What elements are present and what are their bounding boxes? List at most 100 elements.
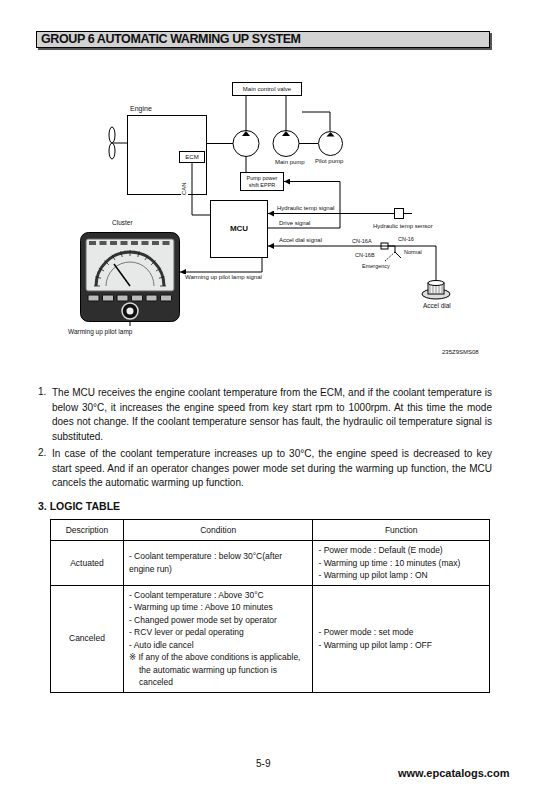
cluster-panel-outline bbox=[80, 232, 180, 322]
table-cell: - Power mode : set mode- Warming up pilo… bbox=[313, 585, 490, 692]
knurl-line bbox=[442, 285, 443, 293]
part-label: Cluster bbox=[112, 219, 133, 226]
signal-wire bbox=[268, 182, 340, 229]
fan-blade bbox=[109, 127, 115, 143]
part-label: Pilot pump bbox=[315, 158, 343, 165]
figure-number: 235Z9SMS08 bbox=[442, 349, 479, 355]
table-text: - Changed power mode set by operator bbox=[129, 614, 308, 627]
mechanical-link bbox=[246, 157, 247, 173]
box-label: ECM bbox=[185, 154, 198, 161]
switch-button bbox=[103, 295, 114, 301]
ecm-box: ECM bbox=[179, 151, 205, 163]
knurl-line bbox=[439, 285, 440, 293]
cluster-screen bbox=[86, 239, 174, 291]
table-text: - Warming up pilot lamp : OFF bbox=[318, 639, 484, 652]
paragraph-number: 1. bbox=[38, 386, 46, 397]
pump-circle bbox=[319, 132, 343, 156]
indicator-icon bbox=[142, 241, 149, 245]
accel-dial-outline bbox=[421, 280, 451, 300]
sensor-lead bbox=[404, 213, 412, 214]
table-text: Canceled bbox=[56, 632, 118, 645]
paragraph-number: 2. bbox=[38, 447, 46, 458]
body-text: In case of the coolant temperature incre… bbox=[52, 447, 492, 491]
indicator-icon bbox=[163, 241, 170, 245]
pump-circle bbox=[273, 131, 299, 157]
indicator-icon bbox=[89, 241, 96, 245]
gauge-tick bbox=[95, 277, 101, 279]
signal-label: Hydraulic temp signal bbox=[276, 205, 335, 212]
table-cell: Function bbox=[313, 520, 490, 541]
gauge-tick bbox=[156, 268, 161, 271]
valve-box: Main control valve bbox=[232, 82, 302, 96]
mechanical-link bbox=[246, 96, 247, 131]
accel-dial: Accel dial bbox=[421, 280, 451, 300]
body-text: The MCU receives the engine coolant temp… bbox=[52, 386, 492, 444]
part-label: Main pump bbox=[275, 159, 305, 166]
box-label: MCU bbox=[230, 224, 248, 233]
gauge-tick bbox=[99, 268, 104, 271]
switch-button bbox=[117, 295, 128, 301]
gauge-tick bbox=[145, 255, 148, 260]
leader-line bbox=[130, 321, 131, 326]
knurl-line bbox=[430, 285, 431, 293]
part-label: Engine bbox=[130, 105, 152, 113]
table-text: - Auto idle cancel bbox=[129, 639, 308, 652]
sensor-symbol: Hydraulic temp sensor bbox=[394, 208, 404, 219]
section-heading: 3. LOGIC TABLE bbox=[38, 500, 120, 512]
connector-name: CN-16A bbox=[352, 238, 372, 244]
table-cell: - Coolant temperature : Above 30°C- Warm… bbox=[123, 585, 313, 692]
part-label: Warming up pilot lamp bbox=[68, 328, 132, 335]
indicator-icon bbox=[100, 241, 107, 245]
indicator-icon bbox=[152, 241, 159, 245]
pump-symbol: Main pump bbox=[233, 130, 299, 157]
table-text: ※ If any of the above conditions is appl… bbox=[129, 651, 308, 689]
table-cell: - Coolant temperature : below 30°C(after… bbox=[123, 541, 313, 586]
signal-label: CAN bbox=[181, 181, 188, 196]
table-text: - Coolant temperature : Above 30°C bbox=[129, 589, 308, 602]
fan-shaft bbox=[112, 143, 127, 144]
switch-button bbox=[88, 295, 99, 301]
table-text: Description bbox=[56, 524, 118, 537]
table-text: - Warming up time : Above 10 minutes bbox=[129, 601, 308, 614]
table-text: - Warming up pilot lamp : ON bbox=[318, 569, 484, 582]
pilot-line bbox=[302, 112, 330, 131]
mechanical-link bbox=[207, 143, 233, 144]
gauge-tick bbox=[112, 255, 115, 260]
signal-wire bbox=[268, 213, 394, 214]
gauge-arc bbox=[96, 252, 164, 286]
gauge-tick bbox=[159, 277, 165, 279]
table-cell: - Power mode : Default (E mode)- Warming… bbox=[313, 541, 490, 586]
pump-symbol-outline bbox=[233, 130, 299, 157]
hydraulic-line bbox=[286, 96, 287, 130]
pump-arrow bbox=[327, 132, 335, 137]
gauge-tick bbox=[138, 251, 140, 257]
gauge-tick bbox=[160, 286, 166, 287]
pump-symbol-outline bbox=[318, 131, 343, 156]
table-text: - Power mode : set mode bbox=[318, 626, 484, 639]
pump-circle bbox=[233, 131, 259, 157]
connector-name: CN-16 bbox=[398, 236, 414, 242]
box-label: Main control valve bbox=[243, 86, 291, 93]
cluster-panel: ClusterWarming up pilot lamp bbox=[80, 232, 180, 322]
table-text: - Power mode : Default (E mode) bbox=[318, 544, 484, 557]
table-cell: Condition bbox=[123, 520, 313, 541]
pilot-lamp bbox=[127, 308, 134, 315]
table-text: - Warming up time : 10 minutes (max) bbox=[318, 557, 484, 570]
signal-wire bbox=[192, 163, 210, 215]
signal-label: Drive signal bbox=[278, 220, 311, 227]
table-cell: Canceled bbox=[51, 585, 124, 692]
signal-wire bbox=[180, 258, 262, 272]
table-text: Actuated bbox=[56, 557, 118, 570]
gauge-needle bbox=[114, 264, 130, 286]
pilot-lamp bbox=[122, 303, 138, 319]
gauge-tick bbox=[151, 261, 155, 265]
gauge-arc bbox=[106, 262, 154, 286]
indicator-icon bbox=[131, 241, 138, 245]
cluster-housing bbox=[81, 233, 180, 322]
indicator-icon bbox=[121, 241, 128, 245]
table-cell: Actuated bbox=[51, 541, 124, 586]
table-text: - Coolant temperature : below 30°C(after… bbox=[129, 550, 308, 575]
signal-wire bbox=[268, 246, 436, 281]
switch-button bbox=[132, 295, 143, 301]
table-text: - RCV lever or pedal operating bbox=[129, 626, 308, 639]
